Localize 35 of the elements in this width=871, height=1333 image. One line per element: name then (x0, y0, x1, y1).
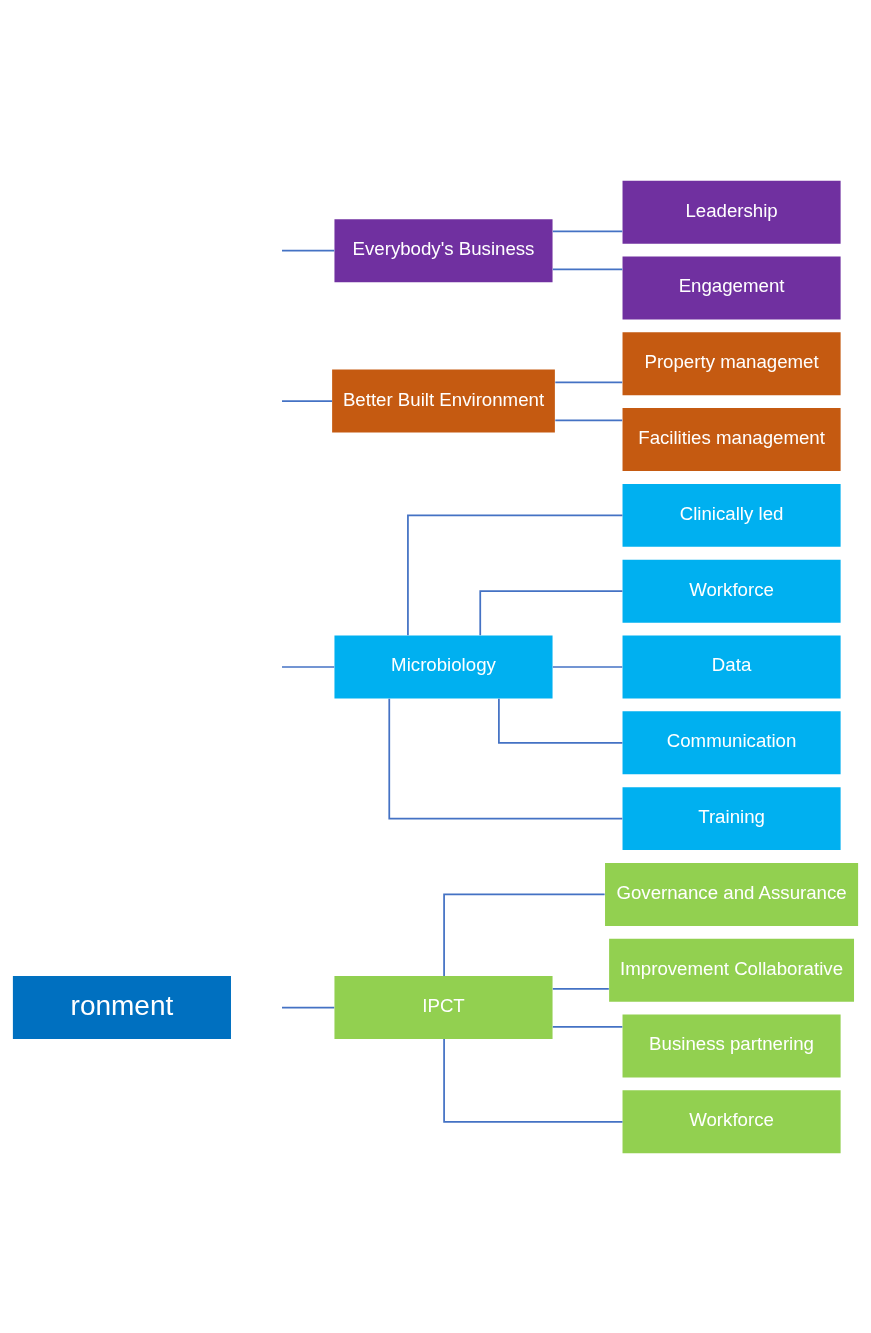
connector (443, 1037, 624, 1123)
node-box: Training (622, 786, 841, 850)
node-box: Data (622, 635, 841, 698)
node-box: Facilities management (622, 407, 841, 471)
node-box: Governance and Assurance (605, 862, 859, 926)
node-box: Workforce (622, 559, 841, 623)
connector (554, 381, 624, 383)
node-box: Property managemet (622, 331, 841, 395)
connector (281, 665, 336, 668)
node-box: Leadership (622, 180, 841, 244)
node-box: Workforce (622, 1089, 841, 1153)
node-box: Improvement Collaborative (609, 938, 855, 1002)
connector (551, 1025, 624, 1028)
connector (554, 418, 624, 421)
connector (388, 697, 624, 819)
node-box: Business partnering (622, 1014, 841, 1078)
connector (281, 1006, 336, 1008)
node-box: Everybody's Business (334, 218, 553, 282)
connector (551, 987, 610, 990)
connector (407, 514, 624, 636)
node-box: Better Built Environment (332, 369, 555, 433)
node-box: Microbiology (334, 635, 553, 698)
connector (551, 230, 624, 232)
node-box: Communication (622, 710, 841, 774)
node-box: Engagement (622, 255, 841, 319)
connector (443, 893, 606, 977)
connector (551, 665, 624, 668)
connector (281, 399, 333, 402)
connector (498, 697, 624, 744)
node-box: Clinically led (622, 483, 841, 547)
connector (551, 267, 624, 270)
connector (281, 249, 336, 251)
node-box: ronment (12, 975, 231, 1039)
connector (479, 589, 624, 636)
node-box: IPCT (334, 975, 553, 1039)
